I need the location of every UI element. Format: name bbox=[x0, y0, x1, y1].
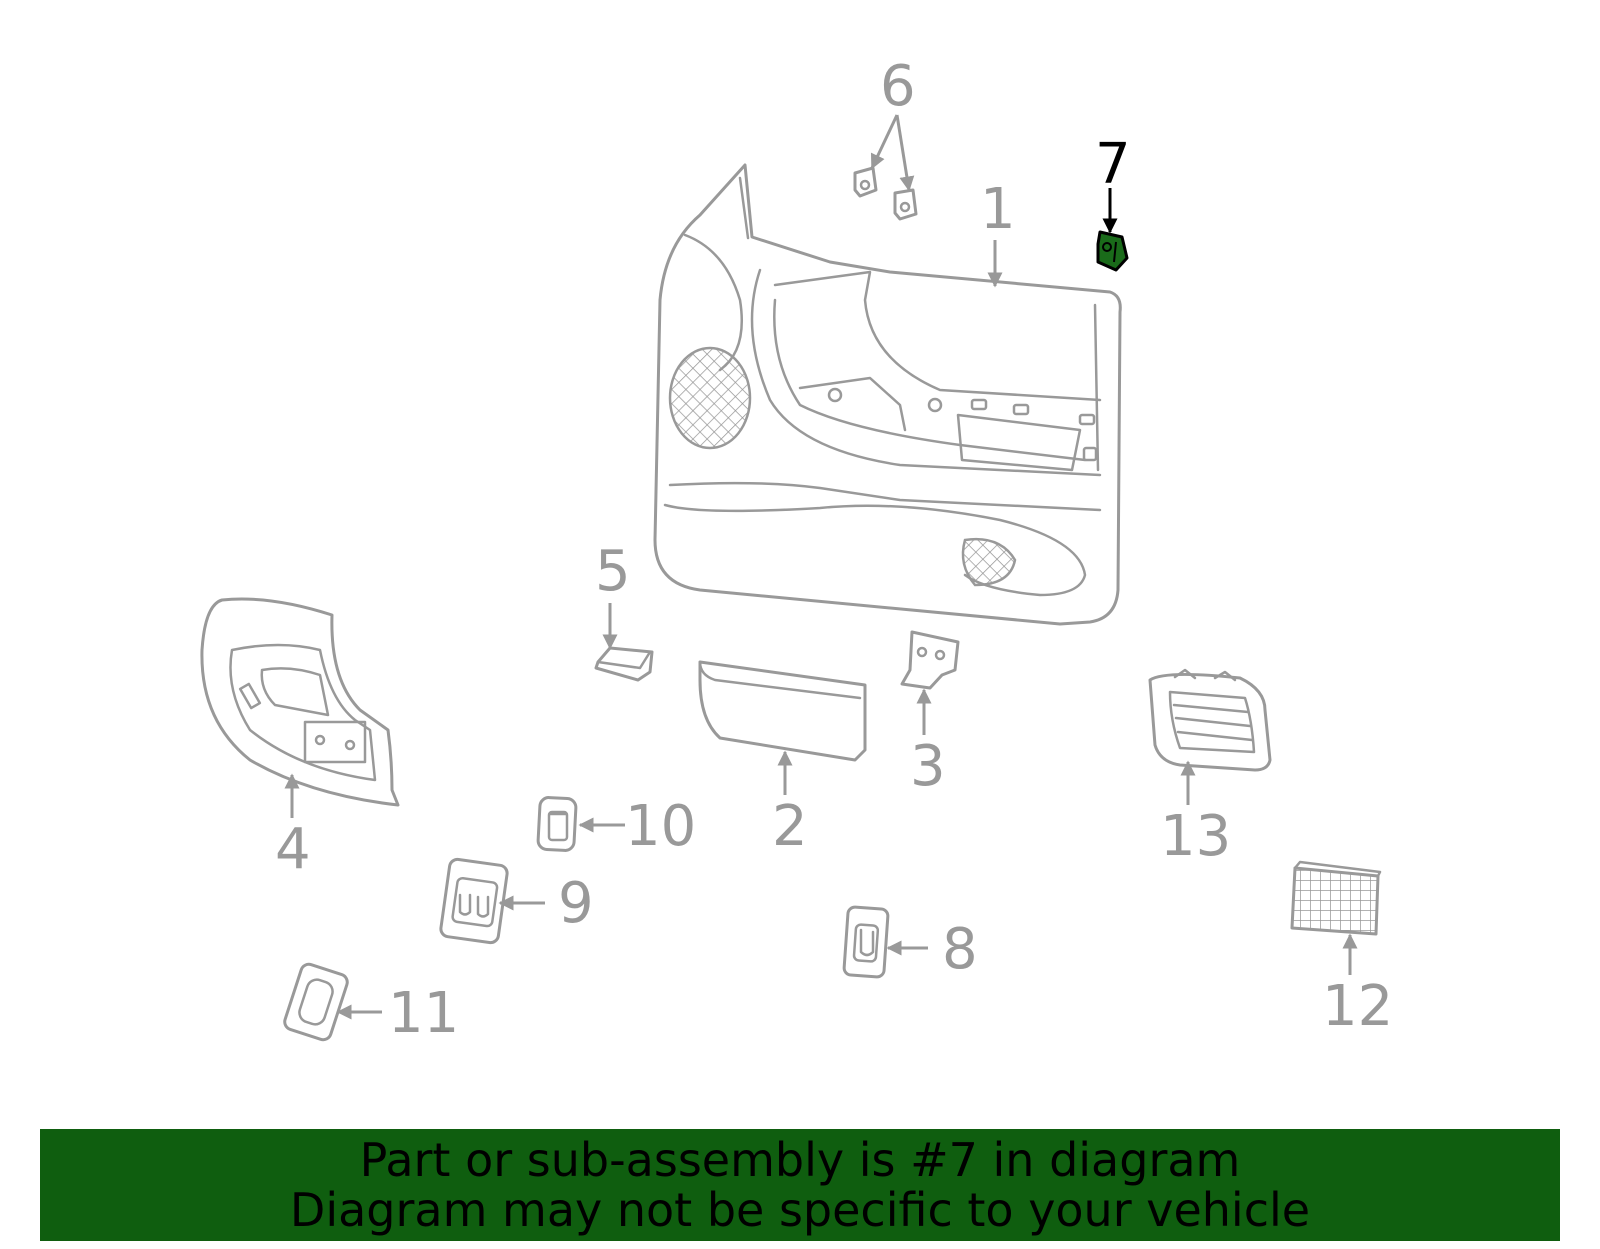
callout-2: 2 bbox=[772, 794, 808, 859]
part-8-switch-bezel bbox=[842, 905, 890, 979]
part-12-speaker-grille bbox=[1290, 860, 1382, 936]
part-11-mirror-switch-bezel bbox=[283, 962, 349, 1042]
part-5-clip bbox=[594, 646, 654, 682]
banner-line-part-number: Part or sub-assembly is #7 in diagram bbox=[359, 1133, 1241, 1187]
callout-9: 9 bbox=[558, 871, 594, 936]
part-7-retainer-clip-highlighted bbox=[1096, 230, 1129, 272]
part-4-map-pocket bbox=[200, 597, 400, 807]
callout-1: 1 bbox=[980, 177, 1016, 242]
leader-lines bbox=[284, 114, 1358, 1020]
info-banner: Part or sub-assembly is #7 in diagram Di… bbox=[40, 1129, 1560, 1241]
callout-5: 5 bbox=[595, 539, 631, 604]
part-9-dual-switch-bezel bbox=[439, 857, 509, 945]
callout-labels: 1 2 3 4 5 6 7 8 9 10 11 12 13 bbox=[275, 54, 1393, 1046]
callout-13: 13 bbox=[1160, 804, 1231, 869]
callout-7: 7 bbox=[1095, 132, 1131, 197]
callout-4: 4 bbox=[275, 817, 311, 882]
callout-10: 10 bbox=[625, 794, 696, 859]
part-2-armrest-pad bbox=[698, 660, 867, 762]
callout-3: 3 bbox=[910, 734, 946, 799]
callout-12: 12 bbox=[1322, 974, 1393, 1039]
part-13-vent-bezel bbox=[1148, 668, 1272, 772]
part-1-door-trim-panel bbox=[653, 163, 1122, 626]
callout-6: 6 bbox=[880, 54, 916, 119]
callout-8: 8 bbox=[942, 917, 978, 982]
banner-line-disclaimer: Diagram may not be specific to your vehi… bbox=[289, 1183, 1311, 1237]
part-10-lock-switch bbox=[536, 796, 578, 852]
part-3-bracket bbox=[900, 630, 960, 690]
callout-11: 11 bbox=[388, 981, 459, 1046]
